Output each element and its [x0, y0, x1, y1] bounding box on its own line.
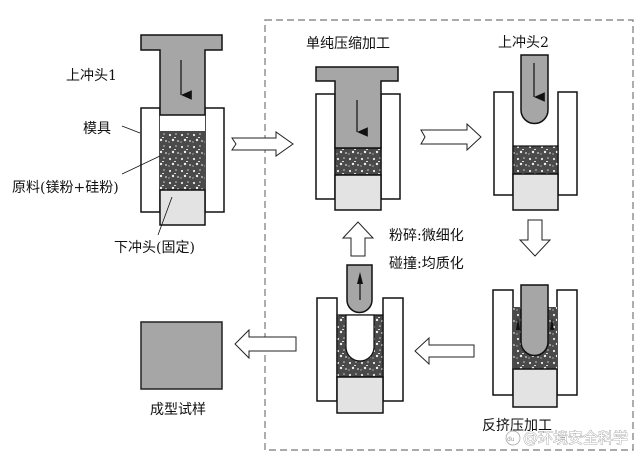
label-upper-punch-1: 上冲头1 — [66, 68, 117, 84]
formed-specimen — [140, 321, 223, 390]
die-right-wall — [556, 289, 578, 396]
die-left-wall — [316, 297, 338, 402]
lower-punch — [512, 173, 559, 211]
watermark: du @环境安全科学 — [505, 429, 628, 447]
lower-punch — [512, 368, 558, 408]
label-lower-punch: 下冲头(固定) — [114, 240, 195, 256]
die-right-wall — [557, 91, 578, 196]
die-left-wall — [493, 91, 514, 196]
flow-arrow-left-icon — [234, 328, 297, 360]
stage-initial: 上冲头1 模具 原料(镁粉+硅粉) 下冲头(固定) — [12, 34, 225, 256]
cycle-process-frame — [264, 19, 634, 451]
lower-punch — [336, 376, 384, 414]
die-right-wall — [380, 93, 401, 200]
label-upper-punch-2: 上冲头2 — [498, 35, 549, 51]
cup-cavity — [345, 314, 375, 362]
flow-arrow-left-icon — [414, 336, 475, 366]
label-simple-compression: 单纯压缩加工 — [306, 36, 390, 52]
die-left-wall — [140, 107, 161, 213]
stage-compression: 单纯压缩加工 — [306, 36, 401, 211]
stage-punch-2: 上冲头2 — [493, 35, 578, 211]
lower-punch — [334, 174, 382, 211]
label-formed-specimen: 成型试样 — [150, 402, 206, 418]
die-left-wall — [315, 93, 336, 200]
leader-material — [121, 155, 161, 175]
compressed-powder — [334, 147, 382, 176]
note-crushing-refinement: 粉碎:微细化 — [389, 228, 464, 244]
flow-arrow-up-icon — [341, 221, 375, 257]
watermark-logo-text: du — [507, 436, 515, 443]
stage-punch-withdraw — [316, 264, 404, 414]
paw-logo-icon — [505, 430, 521, 446]
up-arrow-icon — [550, 318, 554, 330]
watermark-text: @环境安全科学 — [523, 429, 628, 447]
label-raw-material: 原料(镁粉+硅粉) — [12, 180, 119, 196]
die-cavity-empty — [160, 115, 205, 131]
upper-punch-2 — [520, 284, 549, 357]
die-right-wall — [382, 297, 404, 402]
leader-die — [121, 125, 141, 134]
lower-punch — [159, 189, 206, 226]
compressed-powder — [512, 145, 559, 175]
up-arrow-icon — [357, 272, 363, 284]
up-arrow-icon — [516, 318, 520, 330]
stage-back-extrusion: 反挤压加工 — [482, 284, 578, 434]
note-collision-homogenization: 碰撞:均质化 — [389, 256, 464, 272]
label-back-extrusion: 反挤压加工 — [482, 418, 552, 434]
label-die: 模具 — [83, 121, 111, 137]
flow-arrow-down-icon — [518, 219, 552, 257]
flow-arrow-right-icon — [420, 122, 482, 152]
raw-powder — [160, 131, 205, 191]
die-left-wall — [492, 289, 514, 396]
leader-lower-punch — [157, 196, 173, 236]
die-right-wall — [204, 107, 225, 213]
flow-arrow-right-icon — [231, 131, 294, 157]
